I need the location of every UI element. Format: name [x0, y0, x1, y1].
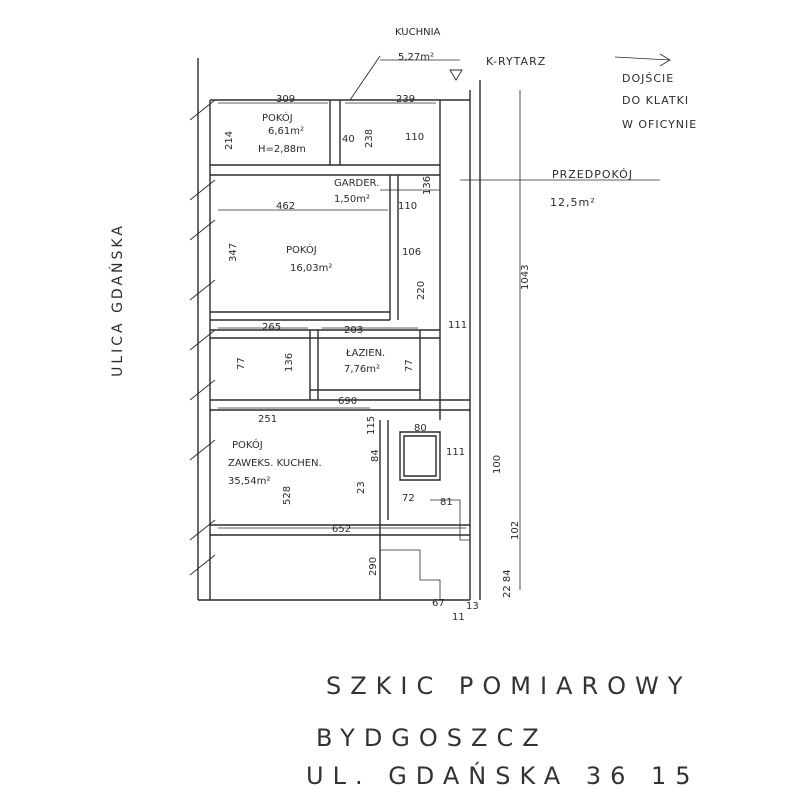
dim-110-b: 110: [398, 201, 417, 212]
street-label: ULICA GDAŃSKA: [110, 223, 126, 377]
dim-265: 265: [262, 322, 281, 333]
dim-238: 238: [364, 129, 375, 148]
dim-11: 11: [452, 612, 465, 623]
dim-690: 690: [338, 396, 357, 407]
dim-111-b: 111: [446, 447, 465, 458]
dim-81: 81: [440, 497, 453, 508]
kuchnia-name: KUCHNIA: [395, 27, 441, 38]
dim-115: 115: [366, 416, 377, 435]
dim-347: 347: [228, 243, 239, 262]
dim-13: 13: [466, 601, 479, 612]
room-lazienka-name: ŁAZIEN.: [345, 348, 385, 359]
dim-111-a: 111: [448, 320, 467, 331]
interior-walls: [210, 100, 470, 536]
room-pokoj-big-area: 16,03m²: [290, 263, 332, 274]
caption-city: BYDGOSZCZ: [316, 724, 548, 752]
room-pokoj-kuchnia-name: POKÓJ: [232, 438, 263, 451]
room-przedpokoj-area: 12,5m²: [550, 196, 596, 209]
dim-106: 106: [402, 247, 421, 258]
outer-wall: [197, 58, 481, 601]
dojscie-line-1: DOJŚCIE: [622, 72, 674, 85]
dim-652: 652: [332, 524, 351, 535]
dim-220: 220: [416, 281, 427, 300]
dim-100: 100: [492, 455, 503, 474]
dim-528: 528: [282, 486, 293, 505]
dim-136-b: 136: [284, 353, 295, 372]
dim-67: 67: [432, 598, 445, 609]
room-garderoba-name: GARDER.: [334, 178, 379, 189]
room-pokoj-small-name: POKÓJ: [262, 111, 293, 124]
dim-251: 251: [258, 414, 277, 425]
room-pokoj-kuchnia-type: ZAWEKS. KUCHEN.: [228, 458, 322, 469]
room-pokoj-small-area: 6,61m²: [268, 126, 304, 137]
room-przedpokoj-name: PRZEDPOKÓJ: [552, 168, 633, 181]
dim-22-84: 22 84: [502, 569, 513, 598]
caption-address: UL. GDAŃSKA 36 15: [306, 762, 700, 790]
room-pokoj-kuchnia-area: 35,54m²: [228, 476, 270, 487]
dojscie-line-2: DO KLATKI: [622, 94, 689, 107]
steps: [380, 499, 470, 600]
dim-80: 80: [414, 423, 427, 434]
entrance-pointer: [349, 55, 463, 101]
chimney-block: [399, 431, 441, 481]
dim-40: 40: [342, 134, 355, 145]
oficyna-arrow: [614, 53, 671, 67]
kuchnia-area: 5,27m²: [398, 52, 434, 63]
dim-309: 309: [276, 94, 295, 105]
dim-84: 84: [370, 449, 381, 462]
dim-136-a: 136: [422, 176, 433, 195]
window-marks: [189, 99, 216, 576]
dim-77-b: 77: [404, 359, 415, 372]
dim-77-a: 77: [236, 357, 247, 370]
korytarz-label: K-RYTARZ: [486, 55, 546, 68]
room-pokoj-big-name: POKÓJ: [286, 243, 317, 256]
room-garderoba-area: 1,50m²: [334, 194, 370, 205]
dim-102: 102: [510, 521, 521, 540]
dim-72: 72: [402, 493, 415, 504]
dim-214: 214: [224, 131, 235, 150]
dim-110-a: 110: [405, 132, 424, 143]
dim-1043: 1043: [520, 265, 531, 290]
caption-title: SZKIC POMIAROWY: [326, 672, 692, 700]
dim-290: 290: [368, 557, 379, 576]
dimension-lines: [218, 59, 660, 590]
room-lazienka-area: 7,76m²: [344, 364, 380, 375]
dim-203: 203: [344, 325, 363, 336]
dojscie-line-3: W OFICYNIE: [622, 118, 697, 131]
room-pokoj-small-height: H=2,88m: [258, 144, 306, 155]
dim-462: 462: [276, 201, 295, 212]
dim-23: 23: [356, 481, 367, 494]
dim-239: 239: [396, 94, 415, 105]
